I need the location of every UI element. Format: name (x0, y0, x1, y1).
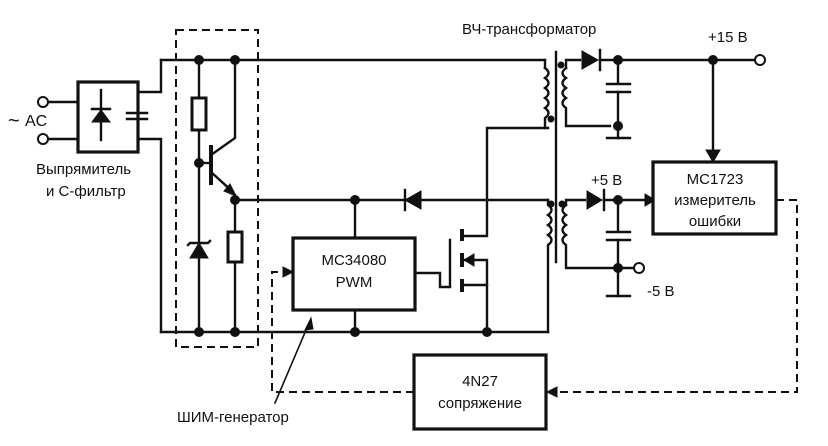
minus5-label: -5 В (647, 283, 675, 300)
pwm-block-line1: MC34080 (321, 252, 386, 269)
error-amp-line2: измеритель (674, 192, 756, 209)
transformer-label: ВЧ-трансформатор (462, 21, 596, 38)
plus5-label: +5 В (591, 172, 622, 189)
minus5-terminal (633, 262, 645, 274)
startup-resistor-icon (190, 96, 208, 132)
pwm-block (291, 236, 417, 312)
pwm-block-line2: PWM (336, 274, 373, 291)
rectifier-block (76, 58, 163, 334)
ac-terminal-top (37, 96, 49, 108)
startup-regulator-outline (175, 29, 259, 348)
optocoupler-line1: 4N27 (462, 373, 498, 390)
ac-tilde-label: ~ (8, 110, 20, 132)
ac-terminal-bottom (37, 133, 49, 145)
mosfet-icon (460, 126, 550, 334)
hf-transformer-icon (542, 50, 620, 334)
pwm-generator-pointer (273, 321, 311, 405)
pwm-generator-label: ШИМ-генератор (177, 409, 289, 426)
feedback-diode-icon (403, 188, 422, 212)
npn-transistor-icon (197, 58, 238, 197)
rectifier-diode-5v-icon (586, 188, 606, 212)
optocoupler-block (412, 353, 548, 431)
rectifier-diode-15v-icon (581, 48, 602, 72)
ac-label: AC (25, 113, 47, 130)
rectifier-label-line1: Выпрямитель (36, 161, 131, 178)
error-amp-line1: MC1723 (687, 171, 744, 188)
feedback-path-dashed (554, 199, 798, 393)
error-amp-block (651, 160, 778, 236)
plus15-label: +15 В (708, 29, 748, 46)
zener-diode-icon (186, 239, 212, 259)
rectifier-diode-icon (91, 109, 111, 123)
opto-to-pwm-dashed (271, 271, 414, 393)
error-amp-line3: ошибки (689, 213, 741, 230)
plus15-terminal (754, 54, 766, 66)
ac-input-terminals (37, 96, 80, 145)
optocoupler-line2: сопряжение (438, 395, 522, 412)
emitter-resistor-icon (226, 230, 244, 264)
rectifier-label-line2: и C-фильтр (46, 183, 126, 200)
